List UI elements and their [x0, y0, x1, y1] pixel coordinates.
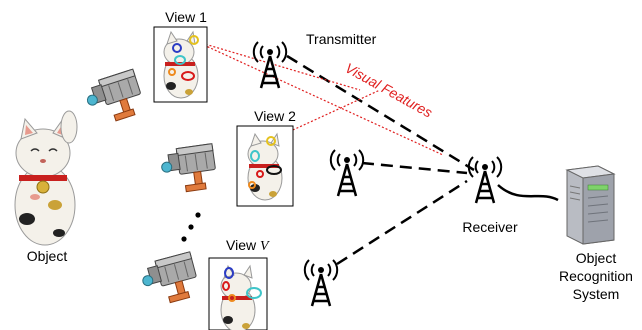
transmitter-2-icon	[329, 148, 365, 198]
transmitter-label: Transmitter	[306, 31, 377, 47]
object-label: Object	[27, 248, 68, 264]
feature-link-view1	[192, 39, 444, 156]
visual-features-label: Visual Features	[343, 60, 436, 121]
feature-link-view1-tx	[197, 41, 361, 91]
camera-2-icon	[158, 143, 219, 196]
server-icon	[565, 165, 616, 245]
transmitter-v-icon	[303, 258, 339, 308]
link-transmitter1-receiver	[286, 54, 475, 172]
view-2-frame	[236, 125, 294, 207]
view-1-label: View 1	[165, 9, 207, 25]
visual-feature-links	[192, 39, 444, 156]
camera-v-icon	[138, 251, 202, 309]
receiver-label: Receiver	[462, 219, 518, 235]
more-views-ellipsis	[181, 212, 201, 242]
wireless-links	[286, 54, 559, 266]
recognition-system-label-line1: Object	[576, 250, 617, 266]
view-1-frame	[153, 26, 208, 103]
recognition-system-label-line2: Recognition	[559, 268, 633, 284]
view-2-label: View 2	[254, 108, 296, 124]
link-receiver-server	[497, 184, 559, 202]
view-v-label: View V	[226, 237, 270, 254]
receiver-icon	[467, 155, 503, 205]
recognition-system-label-line3: System	[573, 286, 620, 302]
link-transmitter2-receiver	[361, 161, 468, 175]
camera-1-icon	[81, 68, 147, 128]
link-transmitterV-receiver	[336, 179, 468, 266]
object-figurine	[14, 110, 78, 246]
view-v-frame	[208, 257, 268, 330]
